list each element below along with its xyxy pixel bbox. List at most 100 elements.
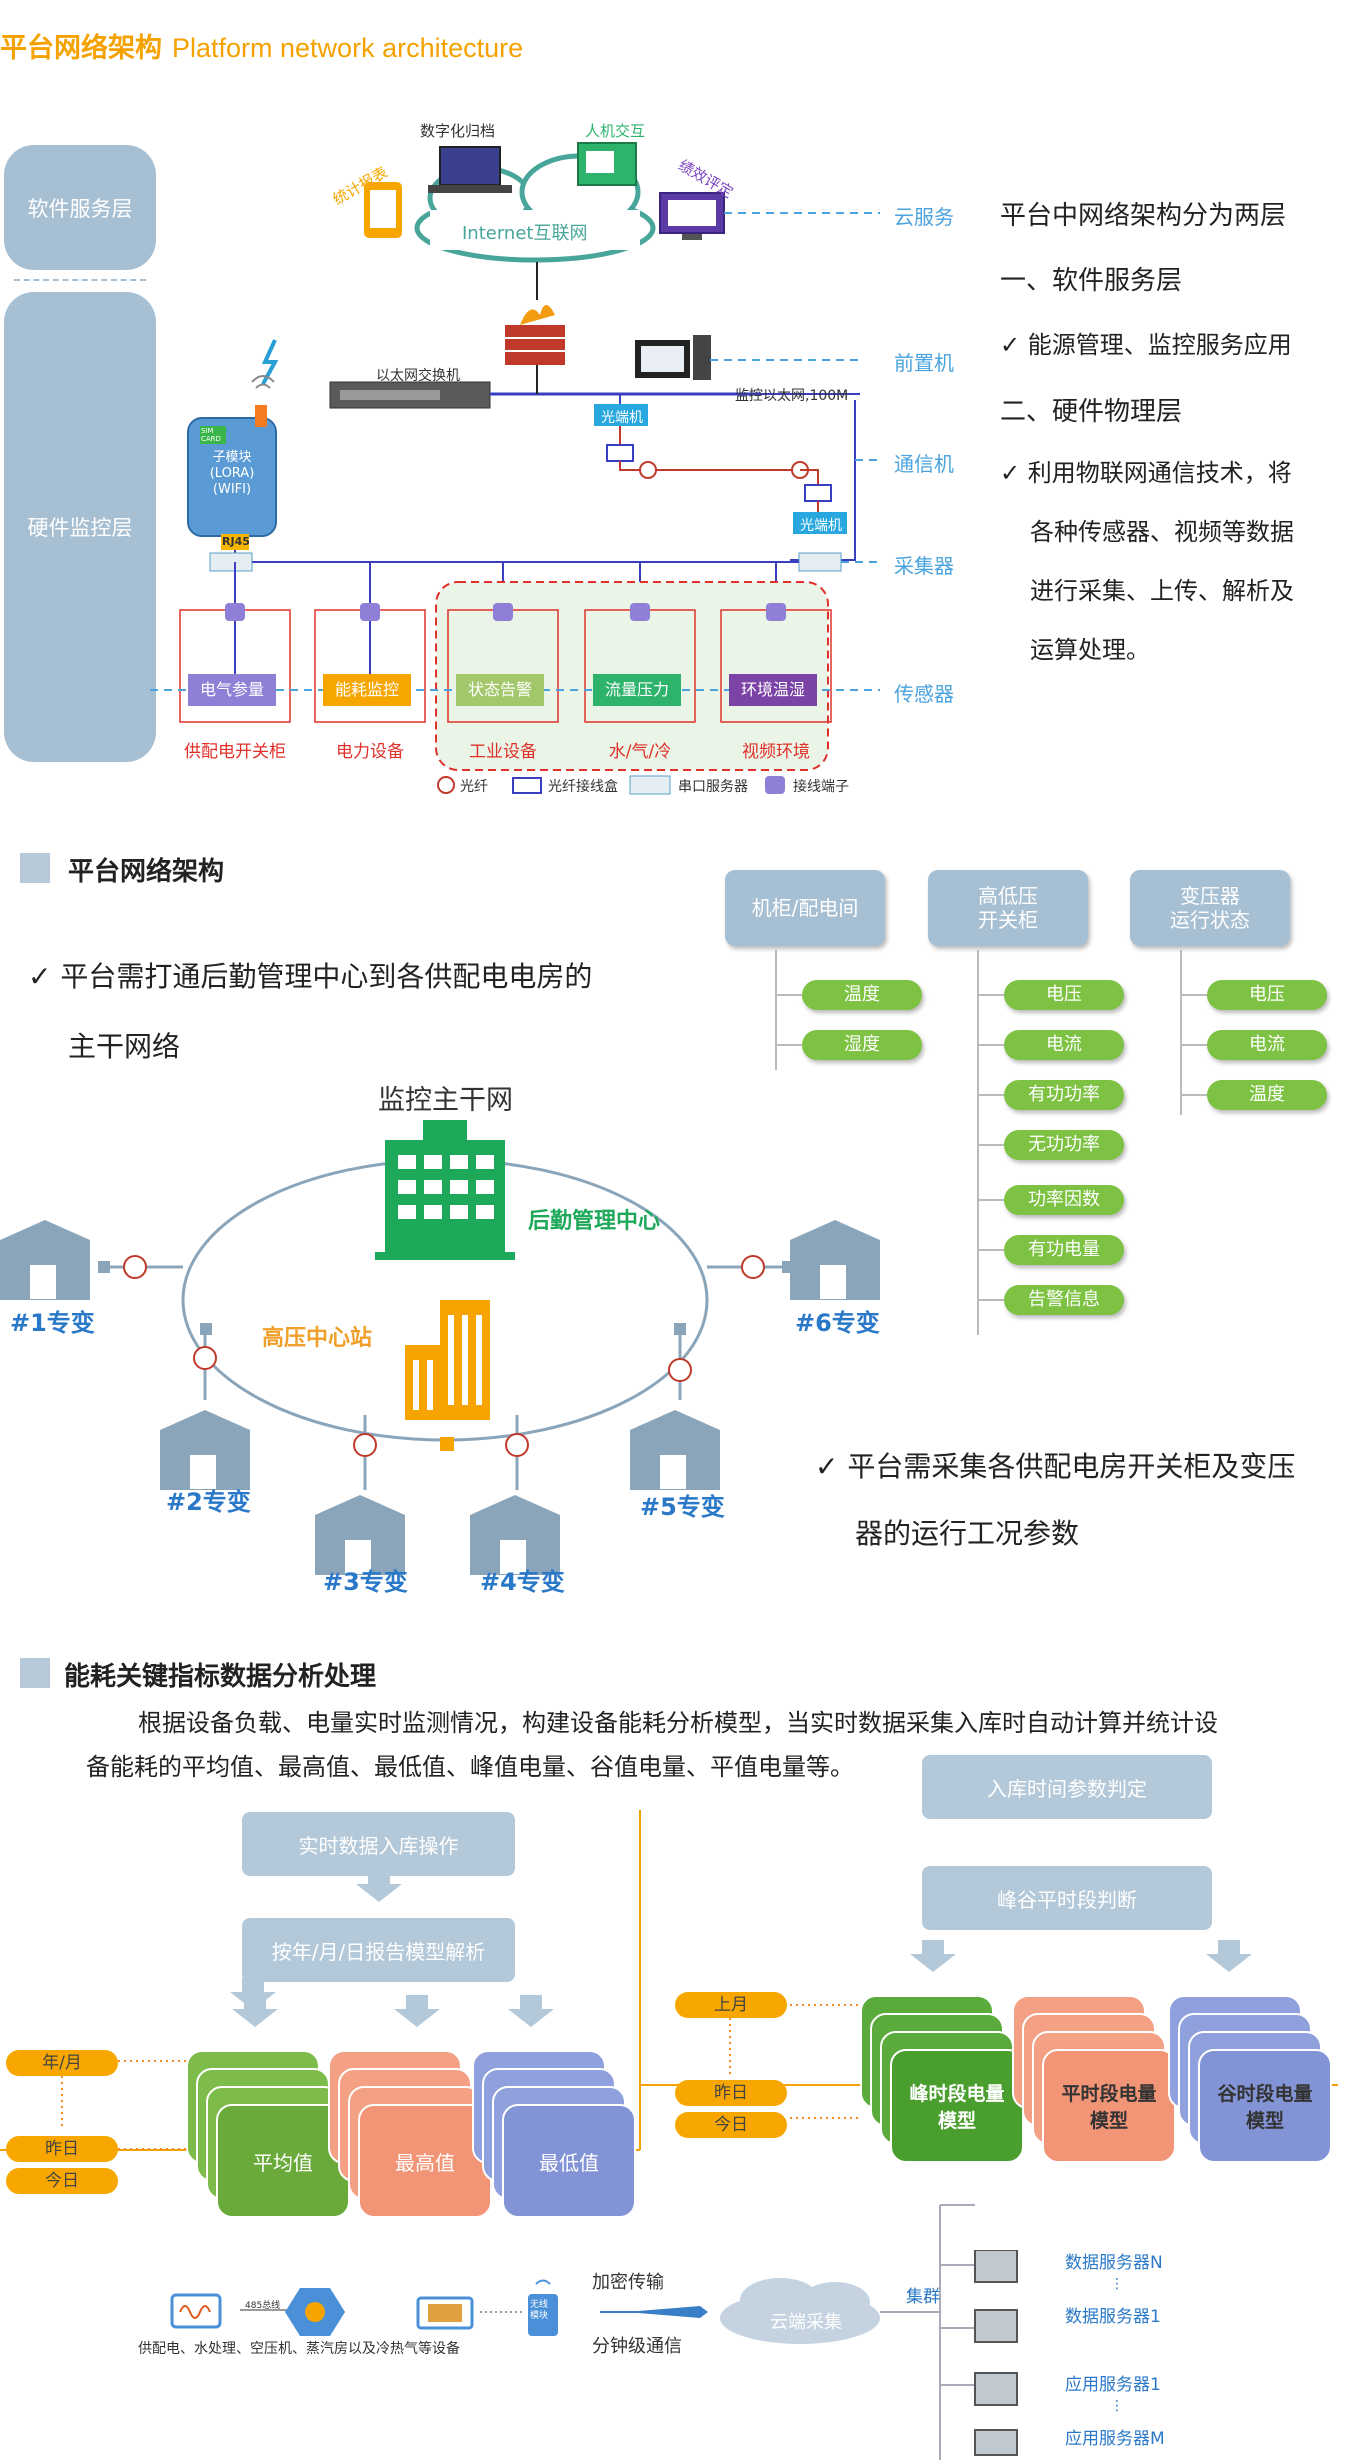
section3-para1: 根据设备负载、电量实时监测情况，构建设备能耗分析模型，当实时数据采集入库时自动计… <box>138 1709 1218 1737</box>
intro-line3: ✓ 能源管理、监控服务应用 <box>1000 325 1292 360</box>
internet-label: Internet互联网 <box>462 223 588 244</box>
bus485-label: 485总线 <box>245 2301 281 2311</box>
check-icon: ✓ <box>1000 331 1028 359</box>
param-item: 温度 <box>1207 1080 1327 1110</box>
title-en: Platform network architecture <box>172 33 524 63</box>
house-1-label: #1专变 <box>10 1309 95 1337</box>
caption-water: 水/气/冷 <box>608 742 672 762</box>
wifi-icon <box>255 383 271 389</box>
check-icon: ✓ <box>1000 459 1028 487</box>
legend-fiber: 光纤 <box>460 779 488 795</box>
legend-serial-icon <box>629 775 671 795</box>
param-tree-lines <box>775 950 1207 1335</box>
house-6-label: #6专变 <box>795 1309 880 1337</box>
cloud-label: 云端采集 <box>770 2312 842 2333</box>
param-item: 有功功率 <box>1004 1080 1124 1110</box>
hardware-layer-label: 硬件监控层 <box>27 516 133 540</box>
backbone-diagram <box>0 1120 880 1575</box>
section3-marker <box>20 1658 50 1688</box>
logistics-center-icon <box>375 1120 515 1260</box>
flat-card-label: 平时段电量 模型 <box>1061 2083 1157 2132</box>
hardware-layer-box: 硬件监控层 <box>4 292 156 762</box>
server-ellipsis-1: ⋮ <box>1110 2276 1124 2292</box>
section2-marker <box>20 853 50 883</box>
period-last-month: 上月 <box>675 1992 787 2018</box>
intro-line5: ✓ 利用物联网通信技术，将 <box>1000 453 1292 488</box>
meter-icon <box>170 2293 222 2329</box>
peak-card-label: 峰时段电量 模型 <box>909 2083 1005 2132</box>
param-item: 电流 <box>1207 1030 1327 1060</box>
encrypt-label: 加密传输 <box>592 2272 664 2293</box>
laptop-icon <box>428 146 512 193</box>
sensor-box-energy: 能耗监控 <box>323 674 411 706</box>
fiber-transceiver-2 <box>793 512 847 534</box>
wireless-bolt-icon <box>261 339 279 385</box>
param-head-transformer: 变压器 运行状态 <box>1130 870 1290 946</box>
house-4-label: #4专变 <box>480 1568 565 1596</box>
label-comm: 通信机 <box>894 452 954 476</box>
legend-serial: 串口服务器 <box>678 779 748 795</box>
ethernet-switch-icon <box>329 381 491 409</box>
label-collector: 采集器 <box>894 554 954 578</box>
fiber-node-1 <box>639 461 657 479</box>
server-app-1: 应用服务器1 <box>1065 2375 1161 2395</box>
front-end-pc-icon <box>635 335 711 380</box>
intro-line1: 平台中网络架构分为两层 <box>1000 201 1287 231</box>
cluster-label: 集群 <box>906 2287 940 2307</box>
fiber2-label: 光端机 <box>800 518 842 534</box>
intro-line4: 二、硬件物理层 <box>1000 397 1183 427</box>
minute-label: 分钟级通信 <box>592 2336 682 2357</box>
intro-line7: 进行采集、上传、解析及 <box>1030 577 1294 605</box>
check-icon: ✓ <box>28 960 61 993</box>
section2-check2: ✓ 平台需采集各供配电房开关柜及变压 <box>815 1445 1295 1485</box>
hmi-label: 人机交互 <box>585 122 646 140</box>
intro-line2: 一、软件服务层 <box>1000 266 1183 296</box>
fiber1-label: 光端机 <box>601 410 643 426</box>
hv-node <box>440 1437 454 1451</box>
tablet-icon <box>364 182 402 238</box>
section3-title: 能耗关键指标数据分析处理 <box>64 1662 377 1692</box>
intro-line6: 各种传感器、视频等数据 <box>1030 518 1294 546</box>
server-data-1: 数据服务器1 <box>1065 2307 1161 2327</box>
house-3-label: #3专变 <box>323 1568 408 1596</box>
cloud-icon <box>720 2278 880 2344</box>
firewall-icon <box>505 305 565 365</box>
legend-fiber-icon <box>437 776 455 794</box>
logistics-center-label: 后勤管理中心 <box>528 1209 661 1234</box>
caption-industrial: 工业设备 <box>469 742 537 762</box>
hv-station-label: 高压中心站 <box>262 1326 373 1351</box>
max-card-label: 最高值 <box>395 2150 455 2175</box>
software-layer-box: 软件服务层 <box>4 145 156 270</box>
min-card-label: 最低值 <box>539 2150 599 2175</box>
sim-label: SIM CARD <box>201 427 221 443</box>
label-front-end: 前置机 <box>894 351 954 375</box>
period-yesterday: 昨日 <box>6 2136 118 2162</box>
intro-line8: 运算处理。 <box>1030 636 1150 664</box>
check-icon: ✓ <box>815 1450 848 1483</box>
section2-check1-text: 平台需打通后勤管理中心到各供配电电房的 <box>60 960 593 993</box>
digital-archive-label: 数字化归档 <box>420 122 496 140</box>
wireless-label: 无线 模块 <box>530 2300 549 2321</box>
param-item: 温度 <box>802 980 922 1010</box>
devices-caption: 供配电、水处理、空压机、蒸汽房以及冷热气等设备 <box>138 2341 460 2357</box>
param-head-cabinet: 机柜/配电间 <box>725 870 885 946</box>
flow-left-step1: 实时数据入库操作 <box>242 1812 515 1876</box>
fiber-transceiver-1 <box>594 404 648 426</box>
wireless-module-icon <box>528 2294 558 2336</box>
rj45-label: RJ45 <box>222 535 250 548</box>
server-ellipsis-2: ⋮ <box>1110 2398 1124 2414</box>
peak-card: 峰时段电量 模型 <box>890 2049 1024 2163</box>
server-app-m: 应用服务器M <box>1065 2429 1165 2449</box>
period-today-right: 今日 <box>675 2112 787 2138</box>
period-year-month: 年/月 <box>6 2050 118 2076</box>
section2-title: 平台网络架构 <box>68 857 225 887</box>
software-layer-label: 软件服务层 <box>27 196 133 221</box>
monitor-icon <box>659 192 725 240</box>
touchscreen-icon <box>577 142 637 186</box>
caption-power: 电力设备 <box>336 742 404 762</box>
intro-line5-text: 利用物联网通信技术，将 <box>1027 459 1292 487</box>
left-arrows <box>232 1995 554 2027</box>
bottom-system <box>170 2250 1018 2456</box>
wireless-gateway <box>187 405 277 550</box>
